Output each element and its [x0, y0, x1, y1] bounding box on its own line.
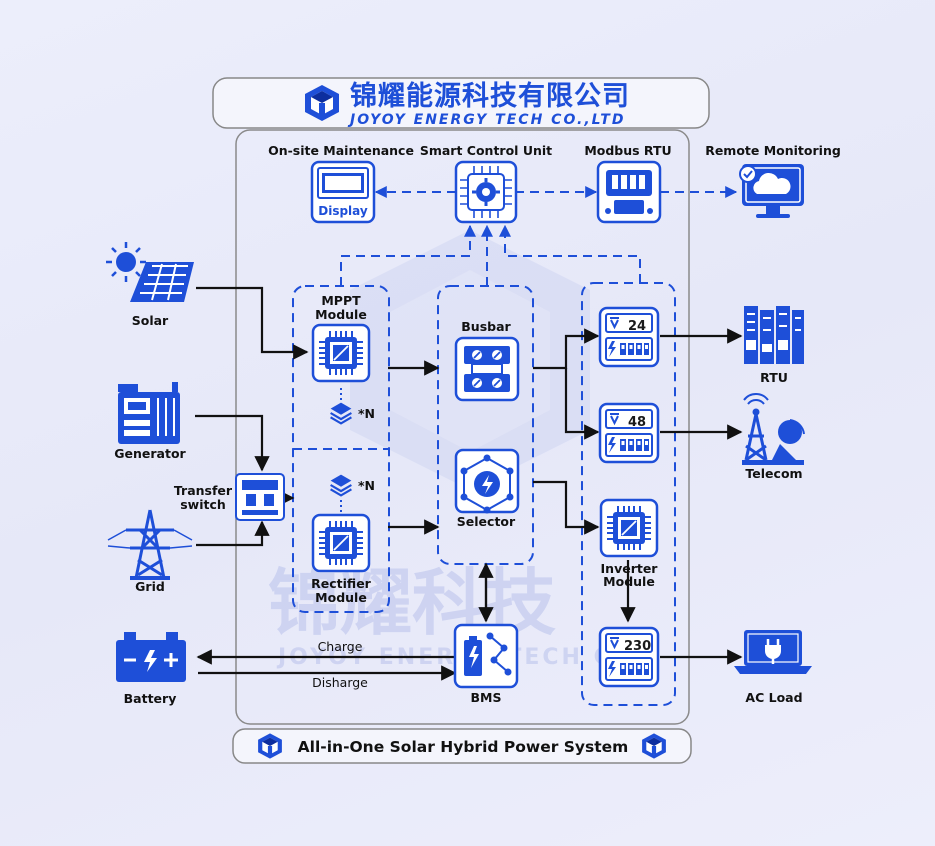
inverter-module-node: Inverter Module	[599, 498, 659, 589]
server-rack-icon	[744, 306, 804, 364]
modbus-rtu-label: Modbus RTU	[584, 143, 671, 158]
rtu-label: RTU	[760, 370, 788, 385]
chip-icon	[311, 513, 371, 573]
bms-node: BMS	[453, 623, 519, 705]
solar-label: Solar	[132, 313, 169, 328]
inverter-label-1: Inverter	[601, 561, 659, 576]
chip-icon	[599, 498, 659, 558]
footer-title: All-in-One Solar Hybrid Power System	[298, 738, 629, 756]
smart-control-unit-node: Smart Control Unit	[420, 143, 552, 224]
power-flow-lines	[195, 286, 743, 681]
power-tower-icon	[107, 509, 193, 579]
inverter-label-2: Module	[603, 574, 655, 589]
output-group	[581, 282, 676, 706]
watermark: 锦耀科技 JOYOY ENERGY TECH CO.	[268, 230, 642, 670]
transfer-switch-node: Transfer switch	[174, 473, 285, 521]
battery-label: Battery	[124, 691, 177, 706]
selector-label: Selector	[457, 514, 516, 529]
sun-icon	[106, 242, 146, 282]
company-name-cn: 锦耀能源科技有限公司	[350, 80, 630, 112]
telecom-label: Telecom	[745, 466, 802, 481]
transfer-label-2: switch	[180, 497, 226, 512]
company-name-en: JOYOY ENERGY TECH CO.,LTD	[347, 112, 625, 128]
battery-node: Battery	[116, 632, 186, 706]
rectifier-label-1: Rectifier	[311, 576, 372, 591]
charge-label: Charge	[318, 639, 363, 654]
ac-load-node: AC Load	[734, 630, 812, 705]
mppt-multiplier: *N	[358, 406, 375, 421]
generator-label: Generator	[114, 446, 186, 461]
selector-node: Selector	[454, 448, 520, 529]
stack-icon	[329, 401, 353, 425]
display-text: Display	[318, 204, 368, 218]
telecom-tower-icon	[743, 393, 769, 462]
rectifier-module-node: *N Rectifier Module	[311, 473, 375, 605]
smart-control-label: Smart Control Unit	[420, 143, 552, 158]
mppt-label-2: Module	[315, 307, 367, 322]
rtu-node: RTU	[744, 306, 804, 385]
remote-monitoring-label: Remote Monitoring	[705, 143, 841, 158]
busbar-node: Busbar	[454, 319, 520, 402]
satellite-dish-icon	[778, 420, 802, 444]
output-230v-node: 230	[598, 626, 660, 688]
solar-panel-icon	[130, 262, 194, 302]
onsite-maintenance-node: On-site Maintenance Display	[268, 143, 414, 224]
output-24v-node: 24	[598, 306, 660, 368]
mppt-module-node: MPPT Module *N	[311, 293, 375, 425]
meter-icon	[598, 626, 660, 688]
discharge-label: Disharge	[312, 675, 368, 690]
footer-banner: All-in-One Solar Hybrid Power System	[232, 728, 692, 764]
mppt-label-1: MPPT	[321, 293, 361, 308]
solar-node: Solar	[106, 242, 194, 328]
stack-icon	[329, 473, 353, 497]
onsite-maintenance-label: On-site Maintenance	[268, 143, 414, 158]
transfer-label-1: Transfer	[174, 483, 233, 498]
output-48v-node: 48	[598, 402, 660, 464]
rectifier-label-2: Module	[315, 590, 367, 605]
rectifier-multiplier: *N	[358, 478, 375, 493]
busbar-label: Busbar	[461, 319, 511, 334]
ac-load-label: AC Load	[745, 690, 802, 705]
output-48-value: 48	[628, 415, 646, 430]
cloud-icon	[753, 172, 791, 194]
system-frame	[235, 129, 690, 725]
chip-icon	[311, 323, 371, 383]
meter-icon	[598, 402, 660, 464]
company-header: 锦耀能源科技有限公司 JOYOY ENERGY TECH CO.,LTD	[212, 77, 710, 129]
telecom-node: Telecom	[742, 393, 805, 481]
bms-label: BMS	[471, 690, 502, 705]
grid-label: Grid	[135, 579, 165, 594]
output-230-value: 230	[624, 639, 651, 654]
grid-node: Grid	[107, 509, 193, 594]
plug-icon	[765, 645, 781, 659]
meter-icon	[598, 306, 660, 368]
modbus-rtu-node: Modbus RTU	[584, 143, 672, 224]
output-24-value: 24	[628, 319, 646, 334]
remote-monitoring-node: Remote Monitoring	[705, 143, 841, 218]
generator-node: Generator	[114, 382, 187, 461]
